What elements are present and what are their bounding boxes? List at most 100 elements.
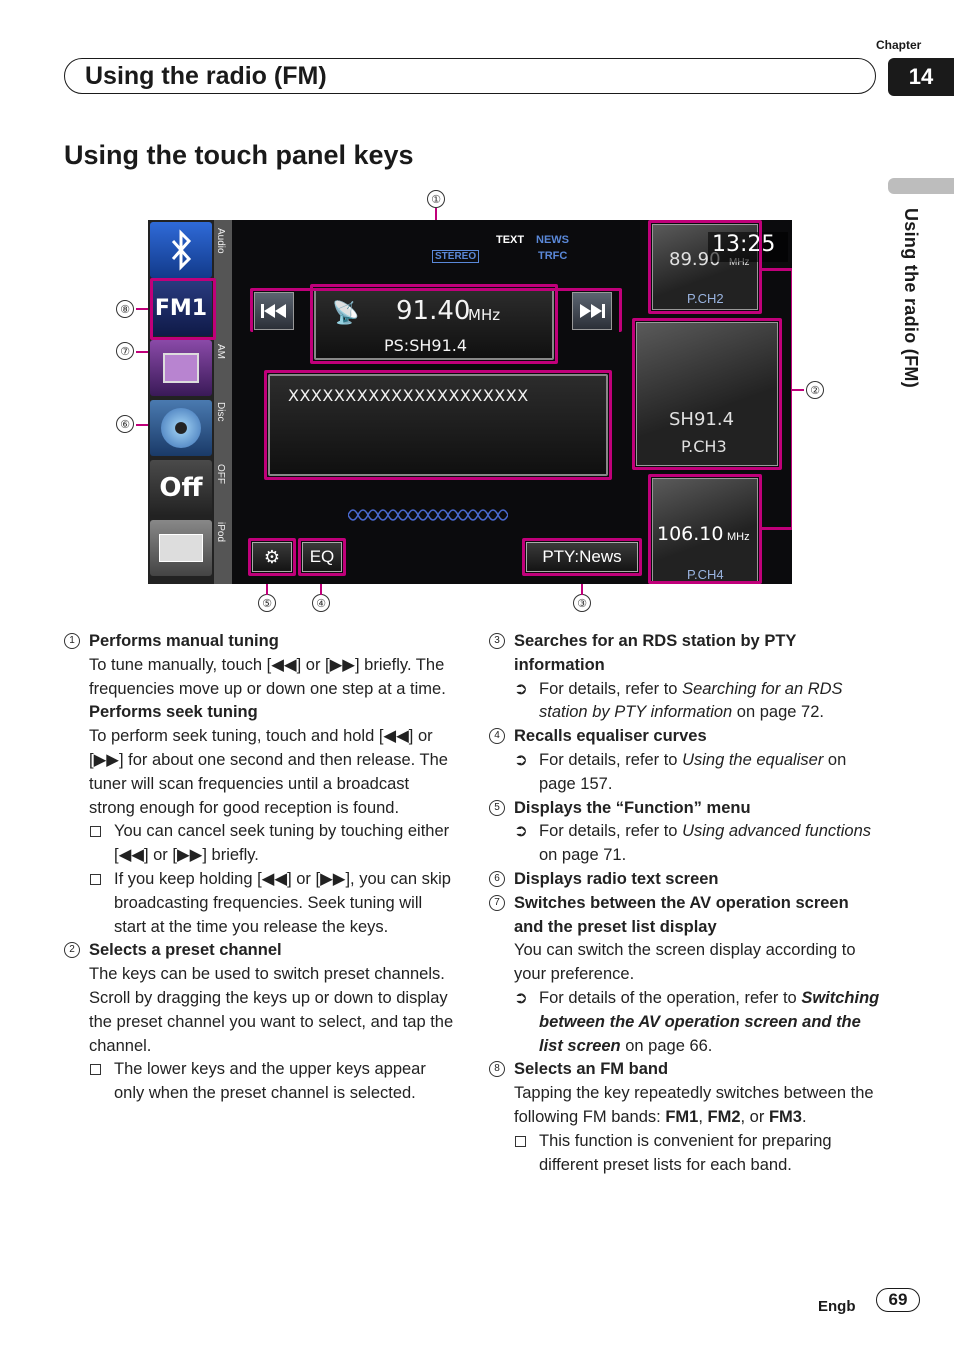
fm-band-label: FM1	[154, 295, 208, 321]
cross-reference-link[interactable]: Switching between the AV operation scree…	[539, 988, 880, 1055]
reference: ➲For details, refer to Searching for an …	[514, 679, 843, 722]
item-number: 5	[489, 799, 505, 816]
left-column: 1 Performs manual tuning To tune manuall…	[64, 630, 454, 1106]
source-label-column: Audio AM Disc OFF iPod	[214, 220, 232, 584]
prev-track-button[interactable]	[254, 292, 294, 330]
leader-line-4	[320, 575, 322, 595]
item-heading: Switches between the AV operation screen…	[514, 893, 849, 936]
item-number: 1	[64, 633, 80, 649]
leader-line-5	[266, 575, 268, 595]
preset-unit: MHz	[727, 531, 750, 543]
bluetooth-icon	[171, 229, 192, 271]
disc-icon	[161, 408, 201, 448]
cross-reference-link[interactable]: Using the equaliser	[682, 750, 824, 769]
disc-source[interactable]	[150, 400, 212, 456]
off-source[interactable]: Off	[150, 460, 212, 516]
item-5: 5 Displays the “Function” menu ➲For deta…	[489, 797, 881, 868]
item-number: 2	[64, 942, 80, 959]
arrow-icon: ➲	[514, 679, 528, 698]
item-text: To perform seek tuning, touch and hold […	[89, 727, 448, 817]
arrow-icon: ➲	[514, 750, 528, 769]
source-label-off: OFF	[215, 464, 226, 484]
leader-line-8	[136, 308, 152, 310]
note-text: This function is convenient for preparin…	[539, 1131, 832, 1174]
item-heading: Performs seek tuning	[89, 703, 258, 722]
arrow-icon: ➲	[514, 822, 528, 841]
radio-text-panel[interactable]: XXXXXXXXXXXXXXXXXXXXX	[268, 374, 608, 476]
item-text: You can switch the screen display accord…	[514, 941, 856, 984]
fm-source[interactable]: FM1	[150, 280, 212, 336]
leader-line-3	[581, 575, 583, 595]
am-source[interactable]	[150, 340, 212, 396]
band-fm1: FM1	[665, 1107, 699, 1126]
ipod-source[interactable]	[150, 520, 212, 576]
preset-freq: SH91.4	[669, 409, 735, 430]
function-menu-button[interactable]: ⚙	[252, 542, 292, 572]
preset-channel: P.CH4	[687, 567, 724, 582]
eq-button[interactable]: EQ	[302, 542, 342, 572]
news-indicator: NEWS	[536, 234, 569, 246]
source-column: FM1 Off	[148, 220, 214, 584]
item-number: 4	[489, 728, 505, 745]
note-text: The lower keys and the upper keys appear…	[114, 1060, 426, 1103]
note: If you keep holding [◀◀] or [▶▶], you ca…	[89, 868, 454, 939]
band-fm2: FM2	[707, 1107, 741, 1126]
side-tab-text: Using the radio (FM)	[901, 208, 921, 388]
reference: ➲For details, refer to Using advanced fu…	[514, 822, 872, 865]
item-heading: Selects an FM band	[514, 1060, 669, 1079]
source-label-ipod: iPod	[215, 522, 226, 543]
preset-p-ch4[interactable]: 106.10 MHz P.CH4	[652, 478, 758, 582]
item-number: 6	[489, 870, 505, 887]
cross-reference-link[interactable]: Searching for an RDS station by PTY info…	[539, 679, 843, 722]
item-2: 2 Selects a preset channel The keys can …	[64, 939, 454, 1106]
item-heading: Displays radio text screen	[514, 869, 719, 888]
frame-3	[522, 538, 642, 576]
stereo-indicator: STEREO	[432, 250, 480, 263]
leader-line-2b	[792, 389, 804, 391]
frame-2-bottom	[648, 474, 762, 584]
chapter-number: 14	[888, 58, 954, 96]
preset-unit: MHz	[729, 257, 750, 268]
frequency-panel[interactable]: 📡 91.40 MHz PS:SH91.4	[314, 288, 554, 360]
page-number: 69	[876, 1288, 920, 1312]
radio-screenshot: FM1 Off Audio AM Disc OFF iPod STEREO TE…	[148, 220, 792, 584]
pty-button[interactable]: PTY:News	[526, 542, 638, 572]
source-label-am: AM	[215, 344, 226, 359]
gear-icon: ⚙	[263, 546, 281, 567]
next-track-button[interactable]	[572, 292, 612, 330]
item-6: 6 Displays radio text screen	[489, 868, 881, 892]
callout-6: ⑥	[116, 415, 134, 433]
language-label: Engb	[818, 1298, 856, 1315]
frame-4	[298, 538, 346, 576]
right-column: 3 Searches for an RDS station by PTY inf…	[489, 630, 881, 1177]
item-4: 4 Recalls equaliser curves ➲For details,…	[489, 725, 881, 796]
note: The lower keys and the upper keys appear…	[89, 1058, 454, 1106]
item-heading: Performs manual tuning	[89, 632, 279, 650]
note: This function is convenient for preparin…	[514, 1130, 881, 1178]
checkbox-icon	[90, 1064, 101, 1076]
off-label: Off	[159, 473, 203, 503]
frequency-value: 91.40	[396, 296, 471, 326]
frame-7	[310, 284, 558, 364]
item-heading: Displays the “Function” menu	[514, 798, 751, 817]
callout-7: ⑦	[116, 342, 134, 360]
frequency-unit: MHz	[468, 306, 501, 324]
trfc-indicator: TRFC	[538, 250, 568, 262]
callout-1: ①	[427, 190, 445, 208]
ipod-adapter-icon	[159, 534, 203, 562]
note-text: If you keep holding [◀◀] or [▶▶], you ca…	[114, 869, 451, 936]
chapter-label: Chapter	[876, 38, 922, 52]
frame-2-top	[648, 220, 762, 314]
checkbox-icon	[515, 1135, 526, 1147]
band-fm3: FM3	[768, 1107, 802, 1126]
cross-reference-link[interactable]: Using advanced functions	[682, 822, 872, 841]
clock: 13:25	[708, 232, 788, 262]
bluetooth-source[interactable]	[150, 222, 212, 278]
skip-forward-icon	[580, 304, 605, 318]
item-number: 3	[489, 633, 505, 649]
callout-2: ②	[806, 381, 824, 399]
reference: ➲For details, refer to Using the equalis…	[514, 750, 847, 793]
preset-p-ch3[interactable]: SH91.4 P.CH3	[636, 322, 778, 466]
callout-8: ⑧	[116, 300, 134, 318]
item-8: 8 Selects an FM band Tapping the key rep…	[489, 1058, 881, 1177]
